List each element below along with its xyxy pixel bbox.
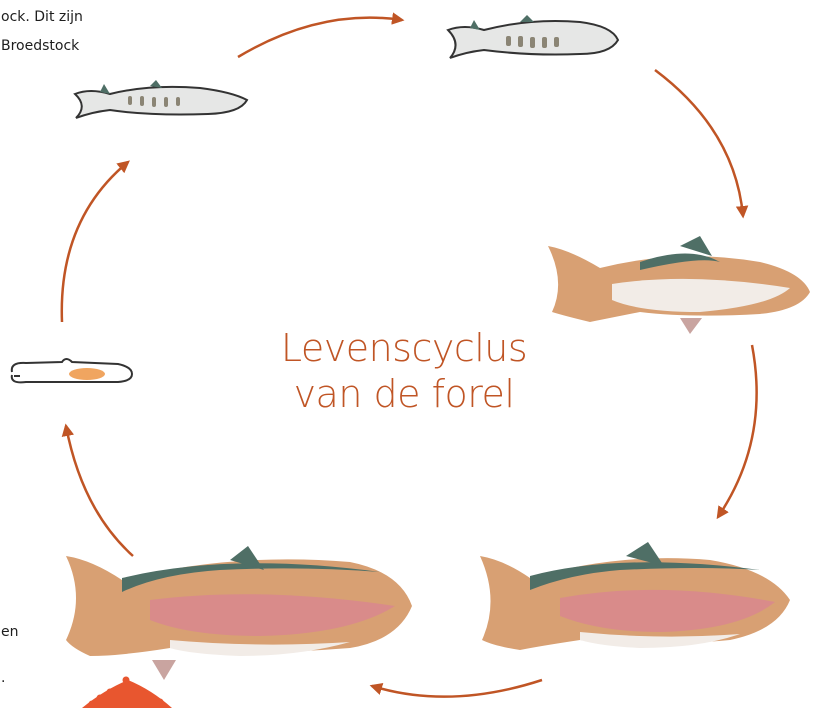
arrow-fry-to-fingerling — [238, 18, 402, 57]
arrow-juvenile-to-adult — [718, 345, 757, 517]
arrow-adult-to-broodstock — [372, 680, 542, 697]
diagram-title: Levenscyclus van de forel — [240, 325, 568, 417]
adult-fish-icon — [480, 542, 790, 650]
cropped-text-bottom-line-1: en — [1, 618, 19, 647]
arrow-alevin-to-fry — [62, 162, 128, 322]
alevin-icon — [12, 359, 132, 382]
arrow-broodstock-to-alevin — [66, 426, 133, 556]
cropped-text-bottom-line-2: . — [1, 664, 5, 693]
title-line-1: Levenscyclus — [281, 326, 527, 370]
cropped-text-top-line-2: Broedstock — [1, 32, 79, 61]
fingerling-fish-icon — [448, 15, 618, 58]
cropped-text-top-line-1: ock. Dit zijn — [1, 3, 83, 32]
title-line-2: van de forel — [294, 372, 515, 416]
eggs-icon — [82, 677, 172, 709]
fry-fish-icon — [75, 80, 247, 118]
arrow-fingerling-to-juvenile — [655, 70, 743, 216]
juvenile-fish-icon — [548, 236, 810, 334]
broodstock-fish-icon — [66, 546, 412, 680]
